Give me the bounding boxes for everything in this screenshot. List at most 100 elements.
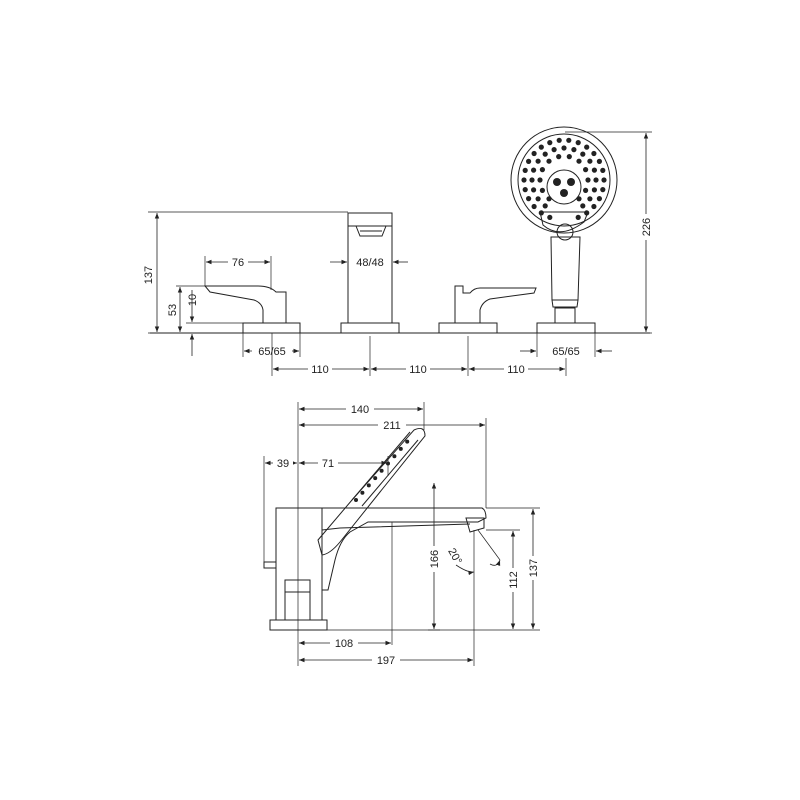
spray-nozzle bbox=[538, 144, 544, 150]
spray-nozzle bbox=[535, 158, 541, 164]
dim-label-53: 53 bbox=[167, 304, 179, 316]
dim-outlet-height: 112 bbox=[326, 529, 540, 631]
side-spray-nozzle bbox=[405, 439, 410, 444]
dim-label-39: 39 bbox=[277, 458, 289, 470]
spray-nozzle bbox=[580, 151, 586, 157]
dim-label-108: 108 bbox=[335, 638, 353, 650]
spray-nozzle bbox=[591, 167, 598, 173]
spray-nozzle bbox=[537, 177, 543, 183]
spray-nozzle bbox=[601, 177, 607, 183]
side-spray-nozzles bbox=[354, 439, 410, 502]
side-spray-nozzle bbox=[392, 454, 397, 459]
spray-nozzle bbox=[542, 203, 548, 209]
spray-nozzle bbox=[551, 147, 557, 153]
side-spray-nozzle bbox=[354, 498, 358, 502]
spray-nozzle bbox=[556, 137, 562, 143]
right-handle bbox=[438, 285, 537, 334]
dim-label-226: 226 bbox=[641, 218, 653, 236]
dim-label-65-65-right: 65/65 bbox=[552, 346, 580, 358]
dim-shower-height: 226 bbox=[565, 131, 653, 334]
spray-nozzle bbox=[542, 151, 548, 157]
side-base-plate bbox=[269, 619, 328, 631]
dim-label-140: 140 bbox=[351, 404, 369, 416]
spray-nozzle bbox=[575, 140, 581, 146]
spray-nozzle bbox=[535, 196, 541, 202]
dim-shower-reach: 140 bbox=[297, 402, 425, 666]
spray-nozzle bbox=[593, 177, 599, 183]
spray-nozzle bbox=[526, 196, 532, 202]
dim-spacing: 110 110 110 bbox=[271, 333, 567, 376]
dim-label-197: 197 bbox=[377, 655, 395, 667]
dim-label-110-a: 110 bbox=[311, 364, 329, 376]
spray-nozzle bbox=[556, 154, 562, 160]
spray-nozzle bbox=[584, 144, 590, 150]
left-handle bbox=[203, 285, 301, 334]
dim-under-spout: 166 bbox=[391, 483, 441, 645]
dim-label-10: 10 bbox=[187, 294, 199, 306]
spray-nozzle bbox=[596, 196, 603, 202]
dim-label-20-deg: 20° bbox=[445, 546, 464, 566]
spray-nozzle bbox=[531, 187, 537, 193]
dim-label-112: 112 bbox=[508, 571, 520, 589]
dim-height-lever: 53 bbox=[167, 285, 205, 332]
spray-nozzle bbox=[566, 137, 572, 143]
dim-spout-angle: 20° bbox=[445, 529, 501, 666]
spray-nozzle bbox=[587, 196, 593, 202]
spray-nozzle bbox=[561, 145, 567, 151]
dim-base-shower: 108 bbox=[299, 636, 391, 650]
dim-label-211: 211 bbox=[383, 420, 401, 432]
side-view: 140 211 39 71 166 bbox=[263, 402, 540, 667]
side-spray-nozzle bbox=[398, 446, 403, 451]
spray-nozzle bbox=[566, 154, 572, 160]
spray-nozzle bbox=[600, 187, 606, 193]
spray-nozzle bbox=[547, 214, 553, 220]
side-spray-nozzle bbox=[373, 476, 378, 481]
spray-nozzle bbox=[585, 177, 591, 183]
dim-label-76: 76 bbox=[232, 257, 244, 269]
spray-nozzle bbox=[600, 167, 606, 173]
side-spray-nozzle bbox=[379, 468, 384, 473]
dim-label-48-48: 48/48 bbox=[356, 257, 384, 269]
spray-nozzle bbox=[547, 140, 553, 146]
dim-height-total: 137 bbox=[143, 211, 348, 334]
dim-label-71: 71 bbox=[322, 458, 334, 470]
dim-base-right: 65/65 bbox=[520, 333, 612, 358]
spray-nozzle bbox=[531, 150, 537, 157]
front-view: 137 53 10 76 48/48 bbox=[143, 126, 653, 376]
shower-center-disc bbox=[546, 169, 582, 205]
dim-label-110-c: 110 bbox=[507, 364, 525, 376]
spray-nozzle bbox=[539, 187, 546, 193]
spray-nozzle bbox=[539, 167, 546, 173]
spray-nozzle bbox=[583, 187, 589, 193]
spout-body bbox=[340, 212, 400, 334]
spray-nozzle bbox=[522, 167, 528, 173]
side-shower-handle bbox=[317, 428, 426, 556]
dim-label-137-side: 137 bbox=[528, 559, 540, 577]
spray-nozzle bbox=[580, 203, 586, 209]
spray-nozzle bbox=[546, 158, 552, 164]
spray-nozzle bbox=[526, 158, 532, 164]
side-spout bbox=[276, 507, 487, 591]
spray-nozzle bbox=[596, 158, 603, 164]
spray-nozzle bbox=[522, 187, 528, 193]
spray-nozzle bbox=[591, 203, 597, 210]
spray-nozzle bbox=[571, 147, 577, 153]
spray-nozzle bbox=[521, 177, 527, 183]
shower-head-rim bbox=[510, 126, 618, 234]
dim-spout-reach: 211 bbox=[299, 418, 487, 508]
dim-offsets: 39 71 bbox=[263, 456, 389, 562]
spray-nozzle bbox=[538, 210, 544, 216]
spray-nozzle bbox=[591, 150, 597, 157]
spray-nozzle bbox=[575, 214, 581, 220]
spray-nozzle bbox=[531, 203, 537, 210]
spray-nozzles bbox=[521, 137, 607, 220]
spray-nozzle bbox=[529, 177, 535, 183]
spray-nozzle bbox=[591, 187, 598, 193]
spray-nozzle bbox=[587, 158, 593, 164]
side-spray-nozzle bbox=[360, 490, 365, 495]
dim-label-166: 166 bbox=[429, 550, 441, 568]
dim-base-outlet: 197 bbox=[299, 653, 473, 667]
dim-height-base: 10 bbox=[186, 290, 243, 356]
dim-base-left: 65/65 bbox=[242, 333, 301, 358]
